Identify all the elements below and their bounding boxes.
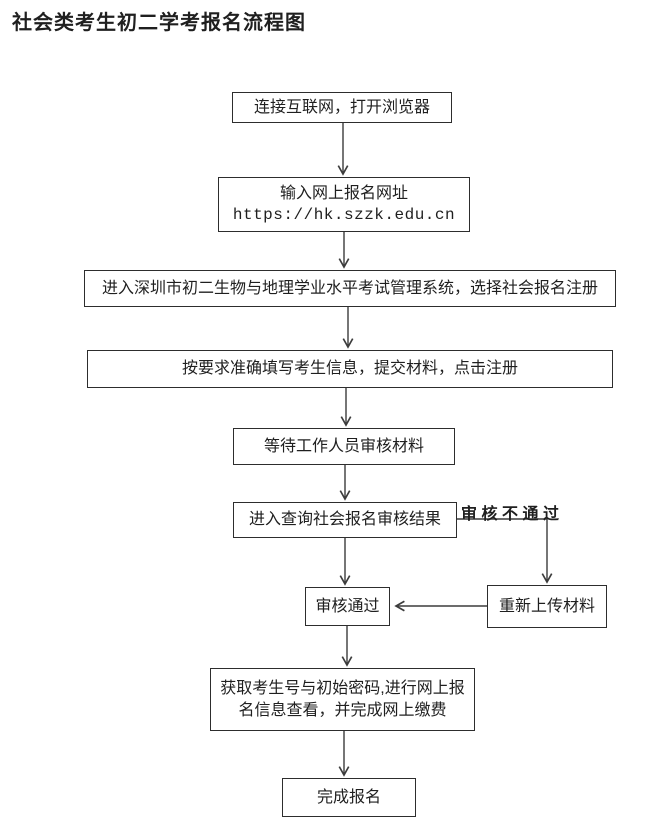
edge-label-review-rejected: 审核不通过 (461, 506, 564, 523)
node-label-line2: 名信息查看，并完成网上缴费 (238, 701, 447, 719)
node-label: 输入网上报名网址 (279, 184, 408, 202)
flow-node-reupload-materials: 重新上传材料 (487, 585, 607, 628)
flow-node-wait-review: 等待工作人员审核材料 (233, 428, 455, 465)
arrow-check-to-reupload-rejected (457, 518, 553, 584)
flow-node-fill-info: 按要求准确填写考生信息，提交材料，点击注册 (87, 350, 613, 388)
flow-node-get-id-and-pay: 获取考生号与初始密码,进行网上报 名信息查看，并完成网上缴费 (210, 668, 475, 731)
page-title: 社会类考生初二学考报名流程图 (12, 12, 306, 34)
flow-node-finish-registration: 完成报名 (282, 778, 416, 817)
registration-url: https://hk.szzk.edu.cn (232, 205, 456, 224)
flow-node-connect-internet: 连接互联网，打开浏览器 (232, 92, 452, 123)
flow-node-check-result: 进入查询社会报名审核结果 (233, 502, 457, 538)
flow-node-enter-url: 输入网上报名网址 https://hk.szzk.edu.cn (218, 177, 470, 232)
node-label-line1: 获取考生号与初始密码,进行网上报 (220, 679, 465, 697)
flow-node-review-passed: 审核通过 (305, 587, 390, 626)
flow-node-enter-system: 进入深圳市初二生物与地理学业水平考试管理系统，选择社会报名注册 (84, 270, 616, 307)
